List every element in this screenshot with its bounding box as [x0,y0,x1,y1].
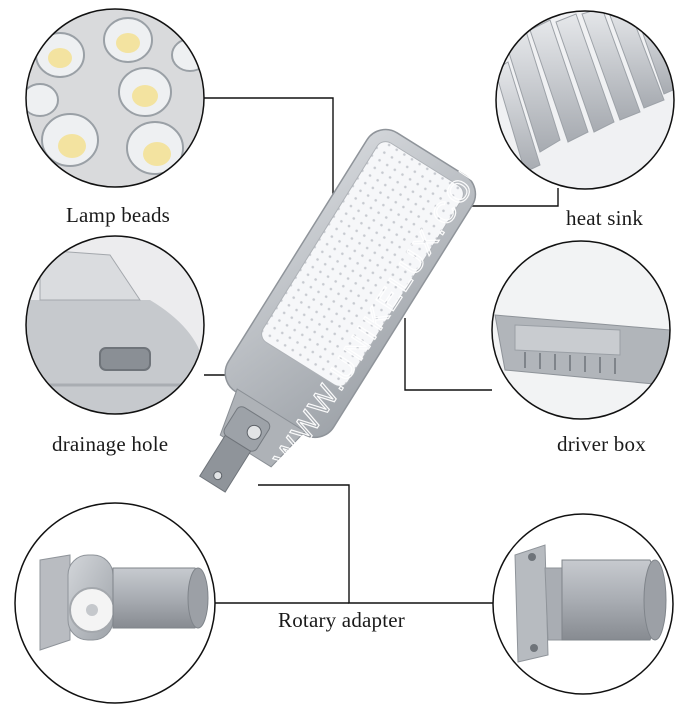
driver-box-detail [491,240,671,420]
label-driver-box: driver box [557,432,646,456]
label-rotary-adapter: Rotary adapter [278,608,405,632]
led-panel [261,141,464,387]
lamp-beads-detail [25,8,205,188]
rotary-adapter-right-detail [492,513,674,695]
leader-rotary-adapter [258,484,495,604]
street-light-fixture [199,128,477,493]
lamp-bead-lenses [26,17,204,175]
drainage-hole-shape [99,347,151,371]
label-lamp-beads: Lamp beads [66,203,171,227]
label-drainage-hole: drainage hole [52,432,169,456]
label-heat-sink: heat sink [566,206,644,230]
rotary-adapter-left-detail [14,502,216,704]
leader-driver-box [404,318,492,391]
leader-heat-sink [469,188,559,207]
heat-sink-detail [495,10,675,190]
adapter-bolt-icon [246,424,262,440]
drainage-hole-detail [25,235,205,415]
